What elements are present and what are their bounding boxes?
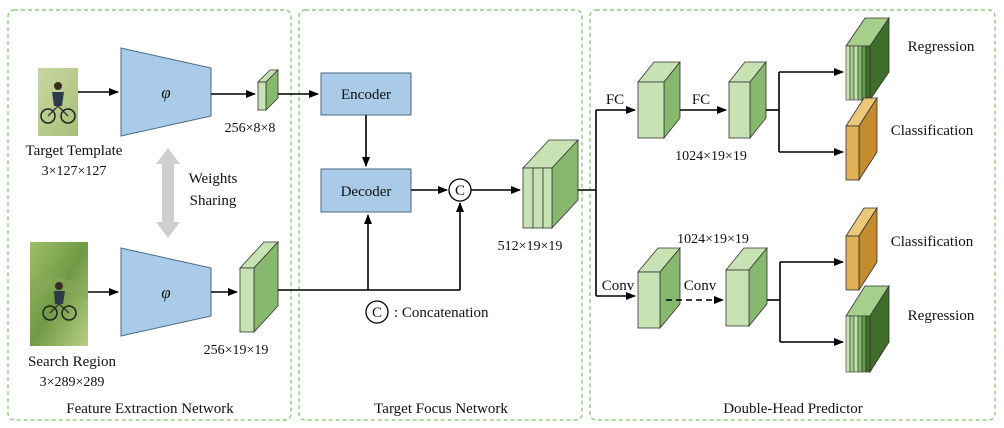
panel-feature-extraction (7, 9, 292, 421)
search-region-label: Search Region (28, 354, 116, 370)
conv-dims: 1024×19×19 (677, 232, 749, 247)
concat-output-feature (522, 138, 579, 230)
concat-legend-symbol: C (372, 305, 382, 321)
conv-regression-block (845, 284, 890, 374)
concat-legend-icon (365, 300, 389, 324)
backbone-search-symbol: φ (161, 283, 170, 302)
conv1-label: Conv (602, 278, 635, 294)
conv2-label: Conv (684, 278, 717, 294)
decoder-box (320, 168, 412, 213)
panel-double-head (589, 9, 996, 421)
target-template-image (38, 68, 78, 136)
concat-output-dims: 512×19×19 (498, 239, 563, 254)
encoder-label: Encoder (341, 87, 391, 103)
search-feature-dims: 256×19×19 (204, 343, 269, 358)
conv2-feature-block (725, 246, 768, 328)
target-template-dims: 3×127×127 (42, 164, 107, 179)
backbone-template (120, 47, 212, 137)
search-region-image (30, 242, 88, 346)
search-region-dims: 3×289×289 (40, 375, 105, 390)
concat-legend-text: : Concatenation (394, 305, 489, 321)
fc-regression-block (845, 16, 890, 102)
fc2-label: FC (692, 92, 710, 108)
fc-regression-label: Regression (908, 39, 975, 55)
backbone-search (120, 247, 212, 337)
weights-sharing-line1: Weights (189, 171, 238, 187)
weights-sharing-line2: Sharing (190, 193, 237, 209)
panel-title-double-head: Double-Head Predictor (723, 401, 863, 417)
conv1-feature-block (637, 246, 681, 330)
target-template-label: Target Template (26, 143, 123, 159)
conv-classification-block (845, 206, 878, 292)
panel-title-feature-extraction: Feature Extraction Network (66, 401, 234, 417)
template-feature-block (257, 69, 279, 111)
fc-classification-label: Classification (891, 123, 974, 139)
template-feature-dims: 256×8×8 (225, 121, 276, 136)
weights-sharing-icon (156, 148, 180, 238)
fc1-label: FC (606, 92, 624, 108)
fc2-feature-block (728, 60, 767, 140)
fc1-feature-block (637, 60, 681, 140)
panel-target-focus (298, 9, 583, 421)
search-feature-block (239, 240, 279, 334)
panel-title-target-focus: Target Focus Network (374, 401, 508, 417)
conv-regression-label: Regression (908, 308, 975, 324)
backbone-template-symbol: φ (161, 83, 170, 102)
fc-classification-block (845, 96, 878, 182)
fc-dims: 1024×19×19 (675, 149, 747, 164)
decoder-label: Decoder (341, 184, 392, 200)
concat-symbol: C (455, 183, 465, 199)
conv-classification-label: Classification (891, 234, 974, 250)
